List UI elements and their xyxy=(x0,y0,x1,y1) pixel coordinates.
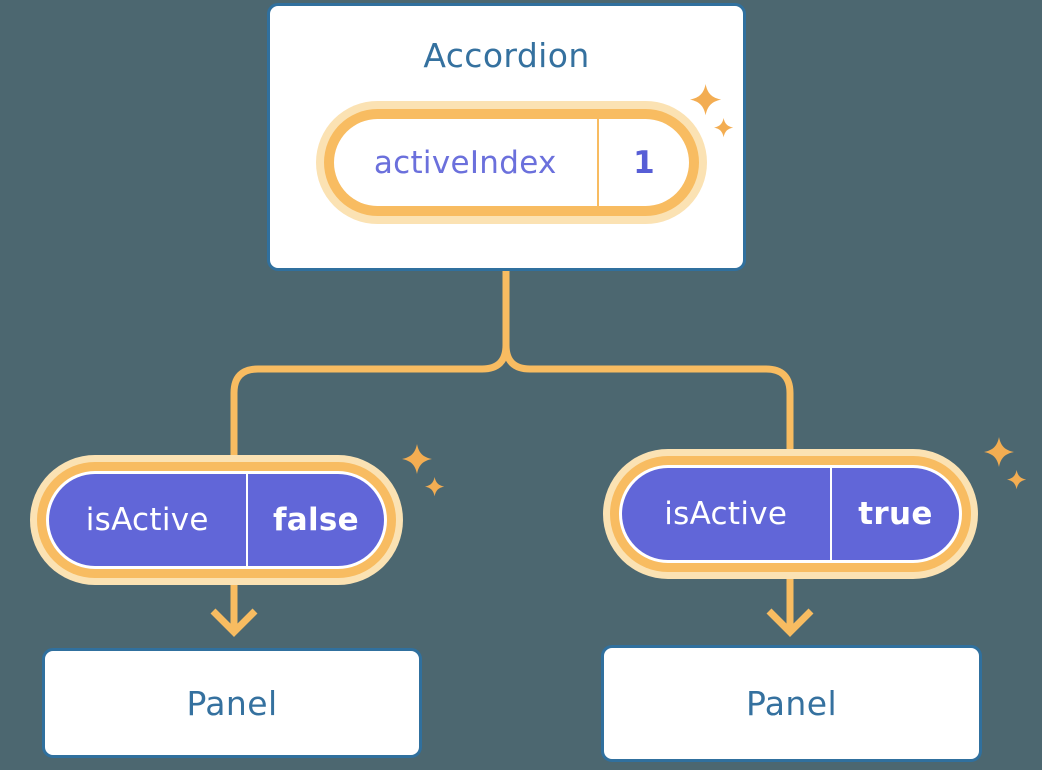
panel-box-left: Panel xyxy=(42,648,422,758)
prop-pill-isactive-true: isActive true xyxy=(603,449,978,579)
panel-box-right: Panel xyxy=(601,645,982,762)
connector-branch-left xyxy=(230,344,510,631)
state-pill-ring: activeIndex 1 xyxy=(324,109,699,216)
prop-pill-isactive-false: isActive false xyxy=(30,455,403,585)
state-pill: activeIndex 1 xyxy=(316,101,707,224)
state-pill-label: activeIndex xyxy=(373,144,557,181)
sparkle-icon xyxy=(984,437,1027,490)
prop-pill-label: isActive xyxy=(664,496,788,532)
pill-divider xyxy=(596,119,599,206)
arrow-down-icon xyxy=(766,608,814,637)
prop-pill-ring: isActive false xyxy=(37,462,396,578)
prop-pill-ring: isActive true xyxy=(610,456,971,572)
sparkle-icon xyxy=(690,84,734,138)
pill-divider xyxy=(829,468,832,560)
panel-title: Panel xyxy=(186,683,278,723)
arrow-down-icon xyxy=(210,608,258,637)
panel-title: Panel xyxy=(745,684,838,723)
state-pill-value: 1 xyxy=(633,144,655,181)
accordion-title: Accordion xyxy=(423,36,590,75)
connector-branch-right xyxy=(502,344,794,631)
prop-pill-value: false xyxy=(272,502,359,538)
pill-divider xyxy=(245,474,248,566)
prop-pill-value: true xyxy=(858,496,933,532)
prop-pill-label: isActive xyxy=(85,502,209,538)
sparkle-icon xyxy=(402,444,445,497)
